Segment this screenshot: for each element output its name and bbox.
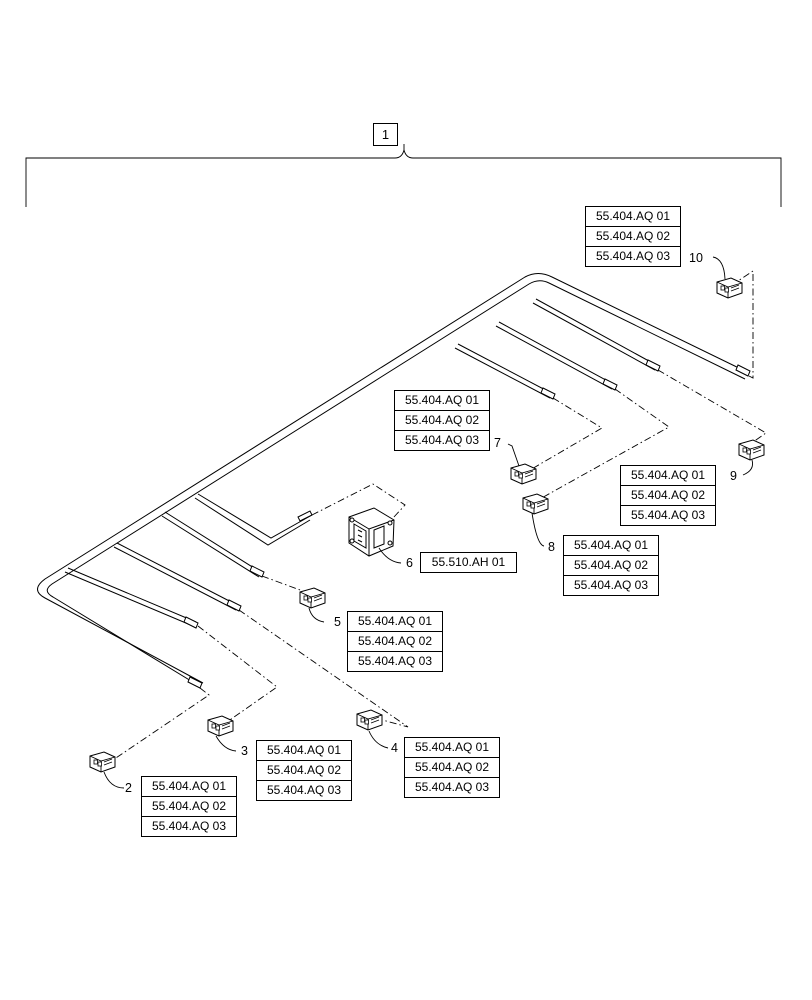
ref-link[interactable]: 55.404.AQ 03	[151, 819, 227, 833]
ref-link[interactable]: 55.404.AQ 02	[395, 411, 489, 431]
ref-link[interactable]: 55.510.AH 01	[431, 555, 506, 569]
ref-box-7: 55.404.AQ 01 55.404.AQ 02 55.404.AQ 03	[394, 390, 490, 451]
ref-box-4: 55.404.AQ 01 55.404.AQ 02 55.404.AQ 03	[404, 737, 500, 798]
ref-link[interactable]: 55.404.AQ 03	[357, 654, 433, 668]
callout-7: 7	[494, 436, 501, 450]
ref-link[interactable]: 55.404.AQ 02	[257, 761, 351, 781]
ref-link[interactable]: 55.404.AQ 01	[257, 741, 351, 761]
ref-link[interactable]: 55.404.AQ 02	[405, 758, 499, 778]
callout-6: 6	[406, 556, 413, 570]
ref-link[interactable]: 55.404.AQ 01	[142, 777, 236, 797]
ref-link[interactable]: 55.404.AQ 03	[595, 249, 671, 263]
connection-lines	[109, 270, 767, 763]
ref-link[interactable]: 55.404.AQ 02	[564, 556, 658, 576]
ref-box-9: 55.404.AQ 01 55.404.AQ 02 55.404.AQ 03	[620, 465, 716, 526]
ref-link[interactable]: 55.404.AQ 01	[621, 466, 715, 486]
ref-link[interactable]: 55.404.AQ 01	[564, 536, 658, 556]
ref-link[interactable]: 55.404.AQ 01	[586, 207, 680, 227]
ref-link[interactable]: 55.404.AQ 02	[348, 632, 442, 652]
branch-wires	[64, 298, 659, 627]
callout-9: 9	[730, 469, 737, 483]
connector-2	[89, 751, 116, 773]
connector-6	[348, 507, 395, 557]
ref-link[interactable]: 55.404.AQ 03	[630, 508, 706, 522]
ref-box-2: 55.404.AQ 01 55.404.AQ 02 55.404.AQ 03	[141, 776, 237, 837]
wire-sleeves	[183, 359, 751, 689]
ref-link[interactable]: 55.404.AQ 02	[142, 797, 236, 817]
callout-leaders	[103, 256, 754, 789]
ref-box-6: 55.510.AH 01	[420, 552, 517, 573]
ref-link[interactable]: 55.404.AQ 03	[414, 780, 490, 794]
callout-4: 4	[391, 741, 398, 755]
ref-link[interactable]: 55.404.AQ 02	[586, 227, 680, 247]
connector-3	[207, 715, 234, 737]
connector-7	[510, 463, 537, 485]
ref-box-8: 55.404.AQ 01 55.404.AQ 02 55.404.AQ 03	[563, 535, 659, 596]
connector-4	[356, 709, 383, 731]
callout-10: 10	[689, 251, 703, 265]
ref-box-3: 55.404.AQ 01 55.404.AQ 02 55.404.AQ 03	[256, 740, 352, 801]
connector-10	[716, 277, 743, 299]
callout-2: 2	[125, 781, 132, 795]
main-trunk	[37, 273, 746, 685]
ref-box-5: 55.404.AQ 01 55.404.AQ 02 55.404.AQ 03	[347, 611, 443, 672]
ref-link[interactable]: 55.404.AQ 01	[405, 738, 499, 758]
ref-link[interactable]: 55.404.AQ 01	[348, 612, 442, 632]
ref-link[interactable]: 55.404.AQ 01	[395, 391, 489, 411]
connector-5	[299, 587, 326, 609]
callout-8: 8	[548, 540, 555, 554]
connector-9	[738, 439, 765, 461]
assembly-bracket	[25, 144, 782, 207]
assembly-label: 1	[373, 123, 398, 146]
ref-link[interactable]: 55.404.AQ 02	[621, 486, 715, 506]
connector-8	[522, 493, 549, 515]
ref-box-10: 55.404.AQ 01 55.404.AQ 02 55.404.AQ 03	[585, 206, 681, 267]
callout-5: 5	[334, 615, 341, 629]
ref-link[interactable]: 55.404.AQ 03	[573, 578, 649, 592]
ref-link[interactable]: 55.404.AQ 03	[266, 783, 342, 797]
ref-link[interactable]: 55.404.AQ 03	[404, 433, 480, 447]
callout-3: 3	[241, 744, 248, 758]
